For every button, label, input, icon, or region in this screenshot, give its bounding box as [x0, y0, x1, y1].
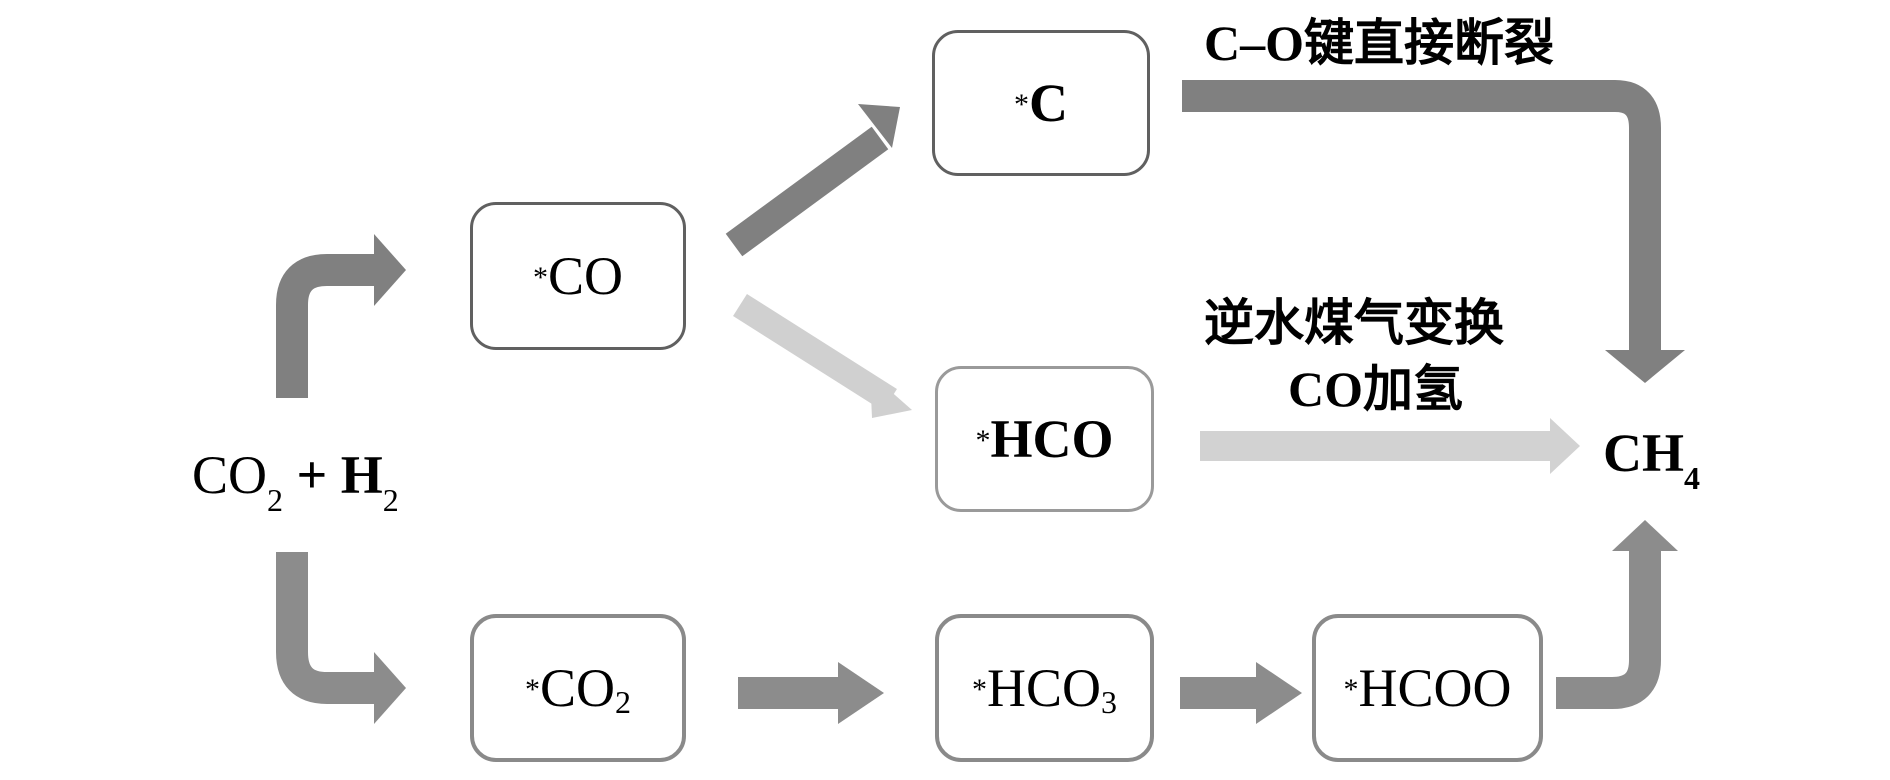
product-label: CH4	[1603, 423, 1700, 494]
label-direct-cleavage: C–O键直接断裂	[1204, 15, 1554, 71]
reactant-co2-subscript: 2	[267, 482, 284, 518]
arrow-head-reactants-to-co	[374, 234, 406, 306]
arrow-head-co-to-hco	[870, 373, 912, 418]
node-hco3-label: HCO	[986, 658, 1101, 718]
node-hco: *HCO	[935, 366, 1154, 512]
reactant-h2-subscript: 2	[382, 482, 399, 518]
node-hco3-subscript: 3	[1101, 683, 1117, 720]
node-co: *CO	[470, 202, 686, 350]
arrow-reactants-to-co2	[276, 552, 375, 704]
node-co2-label: CO	[539, 658, 615, 718]
arrow-head-c-to-ch4	[1605, 350, 1685, 383]
product-subscript: 4	[1684, 460, 1700, 496]
node-hcoo-label: HCOO	[1358, 658, 1512, 718]
node-c-star: *	[1014, 88, 1029, 121]
reactant-co2: CO	[192, 445, 268, 505]
reactants-label: CO2 + H2	[192, 445, 399, 516]
node-c: *C	[932, 30, 1150, 176]
arrow-co-to-hco	[733, 294, 897, 411]
node-hco-star: *	[975, 424, 991, 457]
node-co-label: CO	[547, 246, 623, 306]
arrow-head-hco-to-ch4	[1550, 418, 1580, 474]
node-c-label: C	[1029, 73, 1068, 133]
node-hco-label: HCO	[990, 409, 1114, 469]
label-rwgs-line1: 逆水煤气变换	[1204, 295, 1504, 351]
reactant-plus-h: + H	[283, 445, 383, 505]
arrow-hcoo-to-ch4	[1556, 550, 1661, 709]
arrow-c-to-ch4	[1182, 80, 1661, 352]
label-rwgs-line2: CO加氢	[1288, 361, 1463, 417]
arrow-head-co2-to-hco3	[838, 662, 884, 724]
arrow-co-to-c	[725, 126, 889, 257]
arrow-head-hcoo-to-ch4	[1612, 520, 1678, 551]
node-co2-star: *	[524, 673, 540, 706]
arrow-head-co-to-c	[858, 104, 900, 148]
arrow-reactants-to-co	[276, 254, 375, 398]
node-hco3-star: *	[971, 673, 987, 706]
product-ch: CH	[1603, 423, 1684, 483]
node-co-star: *	[532, 261, 548, 294]
node-hcoo-star: *	[1343, 673, 1359, 706]
node-hcoo: *HCOO	[1312, 614, 1543, 762]
arrow-head-reactants-to-co2	[374, 652, 406, 724]
arrow-head-hco3-to-hcoo	[1256, 662, 1302, 724]
node-co2-subscript: 2	[615, 683, 631, 720]
